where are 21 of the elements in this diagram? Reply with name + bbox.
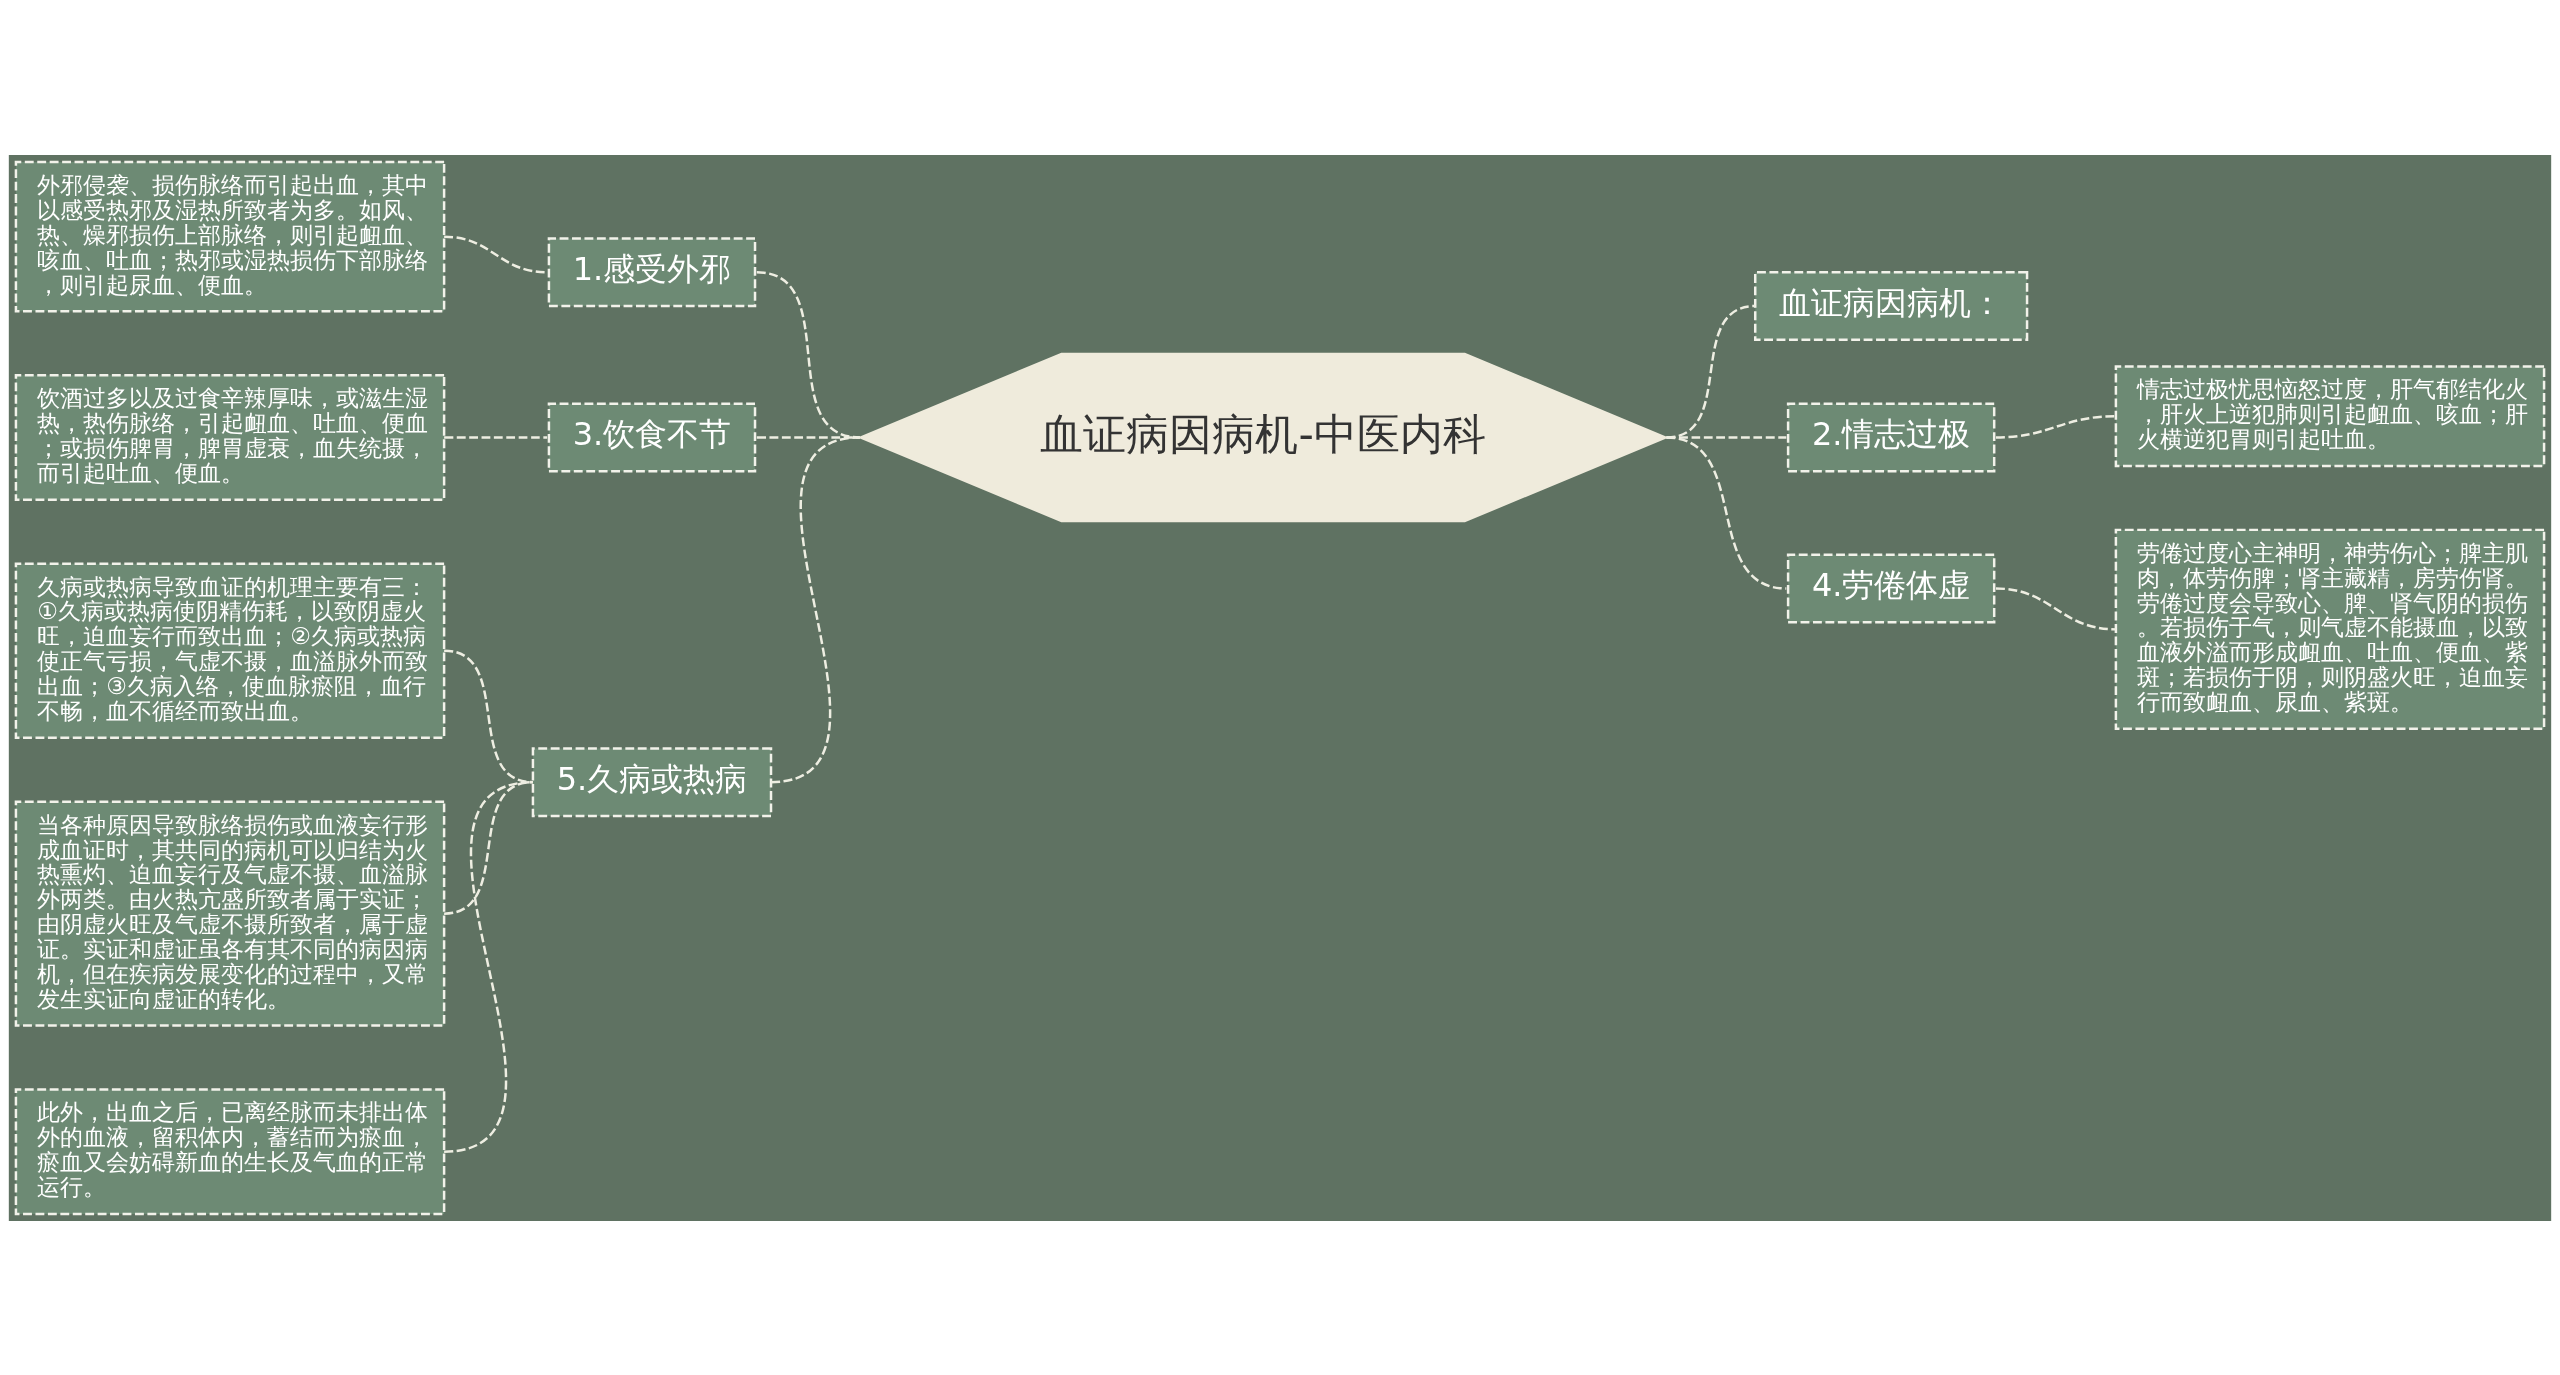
node-box: 劳倦过度心主神明，神劳伤心；脾主肌肉，体劳伤脾；肾主藏精，房劳伤肾。劳倦过度会导致心、脾、肾气阴的损伤。若损伤于气，则气虚不能摄血，以致血液外溢而形成衄血、吐血、便血、紫斑；若损伤于阴，则阴盛火旺，迫血妄行而致衄血、尿血、紫斑。: [2114, 528, 2546, 730]
node-box: 1.感受外邪: [547, 236, 757, 307]
connector: [770, 435, 861, 783]
connector: [444, 435, 548, 439]
node-box: 4.劳倦体虚: [1786, 553, 1996, 623]
node-box: 当各种原因导致脉络损伤或血液妄行形成血证时，其共同的病机可以归结为火热熏灼、迫血妄行及气虚不摄、血溢脉外两类。由火热亢盛所致者属于实证；由阴虚火旺及气虚不摄所致者，属于虚证。实证和虚证虽各有其不同的病因病机，但在疾病发展变化的过程中，又常发生实证向虚证的转化。: [14, 799, 446, 1027]
connector: [1995, 586, 2116, 631]
connector: [443, 780, 534, 1153]
connector: [1995, 414, 2116, 439]
node-box: 饮酒过多以及过食辛辣厚味，或滋生湿热，热伤脉络，引起衄血、吐血、便血；或损伤脾胃，脾胃虚衰，血失统摄，而引起吐血、便血。: [14, 373, 446, 501]
node-box: 久病或热病导致血证的机理主要有三：①久病或热病使阴精伤耗，以致阴虚火旺，迫血妄行而致出血；②久病或热病使正气亏损，气虚不摄，血溢脉外而致出血；③久病入络，使血脉瘀阻，血行不畅，血不循经而致出血。: [14, 561, 446, 739]
node-box: 血证病因病机：: [1754, 270, 2029, 341]
connector: [443, 780, 534, 915]
node-box: 情志过极忧思恼怒过度，肝气郁结化火，肝火上逆犯肺则引起衄血、咳血；肝火横逆犯胃则引起吐血。: [2114, 364, 2546, 467]
node-box: 3.饮食不节: [547, 402, 757, 472]
node-box: 2.情志过极: [1786, 402, 1996, 472]
node-box: 此外，出血之后，已离经脉而未排出体外的血液，留积体内，蓄结而为瘀血，瘀血又会妨碍新血的生长及气血的正常运行。: [14, 1087, 446, 1215]
connector: [444, 235, 548, 273]
node-box: 外邪侵袭、损伤脉络而引起出血，其中以感受热邪及湿热所致者为多。如风、热、燥邪损伤上部脉络，则引起衄血、咳血、吐血；热邪或湿热损伤下部脉络，则引起尿血、便血。: [14, 160, 446, 313]
node-box: 5.久病或热病: [531, 746, 773, 817]
connector: [1666, 435, 1787, 590]
